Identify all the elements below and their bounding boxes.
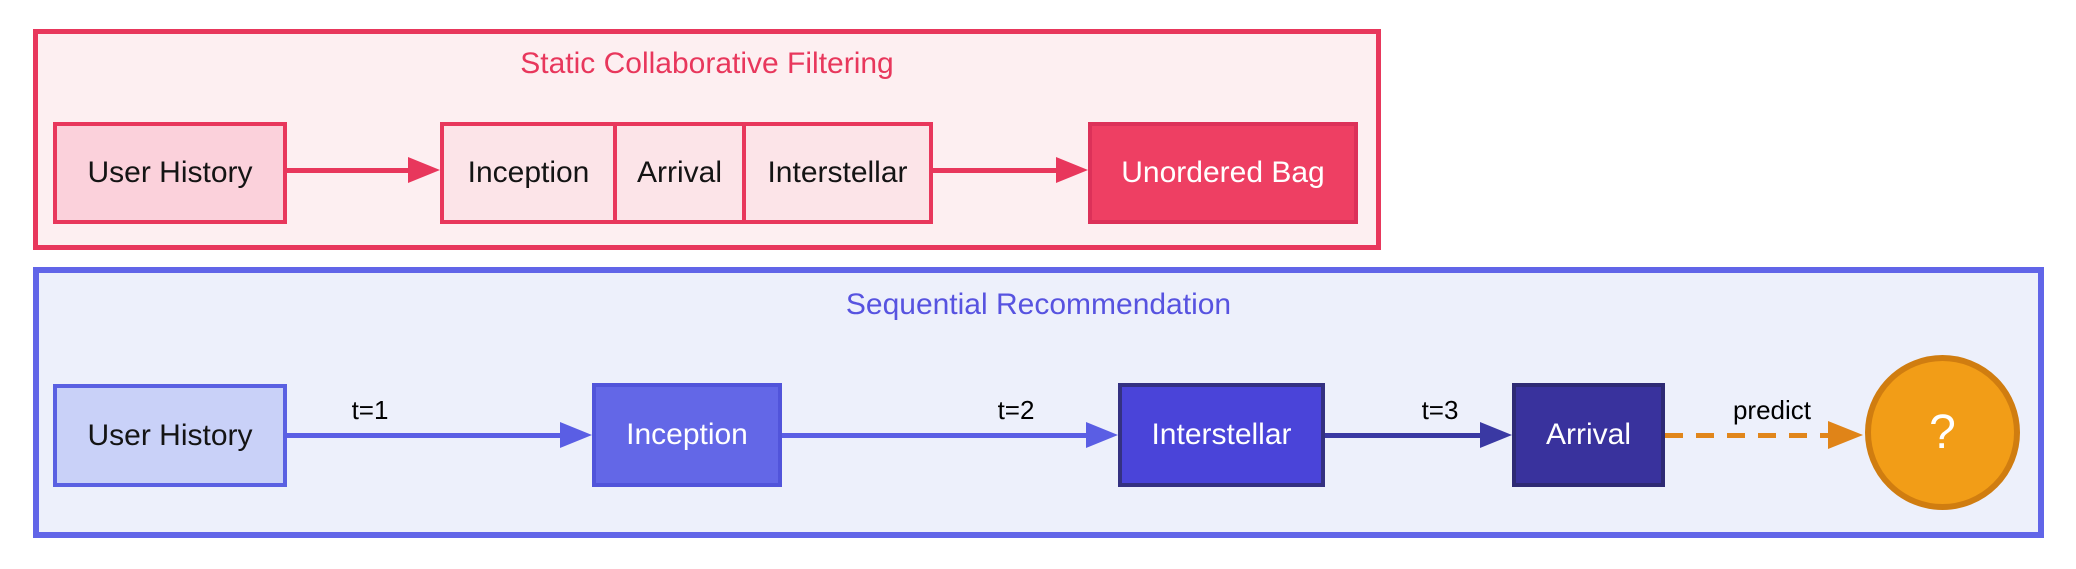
static-user-history-box: User History [53, 122, 287, 224]
seq-user-history-box: User History [53, 384, 287, 487]
seq-box-arrival-label: Arrival [1545, 418, 1631, 451]
predict-arrow-head [1828, 421, 1863, 449]
arrow-label-t3: t=3 [1421, 395, 1459, 425]
static-arrow-1-head [408, 157, 440, 183]
seq-arrow-t1-shaft [287, 433, 560, 438]
sequential-panel-title: Sequential Recommendation [845, 288, 1232, 321]
unordered-bag-label: Unordered Bag [1121, 156, 1325, 189]
unordered-bag-box: Unordered Bag [1088, 122, 1358, 224]
movie-bag-strip: Inception Arrival Interstellar [440, 122, 933, 224]
prediction-placeholder-circle: ? [1865, 355, 2020, 510]
predict-arrow-shaft [1665, 433, 1828, 438]
static-user-history-label: User History [87, 156, 253, 189]
seq-box-inception: Inception [592, 383, 782, 487]
seq-arrow-t1-head [560, 422, 592, 448]
sequential-recommendation-panel: Sequential Recommendation User History t… [33, 267, 2044, 538]
seq-box-interstellar: Interstellar [1118, 383, 1325, 487]
static-arrow-1-shaft [287, 168, 408, 173]
static-arrow-2-shaft [933, 168, 1056, 173]
movie-strip-cell-arrival: Arrival [613, 126, 742, 220]
movie-strip-cell-inception: Inception [467, 156, 590, 189]
seq-box-interstellar-label: Interstellar [1151, 418, 1292, 451]
seq-arrow-t3-shaft [1325, 433, 1480, 438]
seq-arrow-t3-head [1480, 422, 1512, 448]
seq-arrow-t2-shaft [782, 433, 1086, 438]
seq-box-inception-label: Inception [626, 418, 748, 451]
predict-label: predict [1732, 395, 1812, 425]
question-mark: ? [1929, 406, 1956, 459]
seq-box-arrival: Arrival [1512, 383, 1665, 487]
arrow-label-t2: t=2 [997, 395, 1035, 425]
static-panel-title: Static Collaborative Filtering [520, 47, 894, 80]
movie-strip-cell-interstellar: Interstellar [742, 126, 929, 220]
arrow-label-t1: t=1 [351, 395, 389, 425]
seq-user-history-label: User History [87, 418, 253, 452]
static-collaborative-filtering-panel: Static Collaborative Filtering User Hist… [33, 29, 1381, 250]
static-arrow-2-head [1056, 157, 1088, 183]
seq-arrow-t2-head [1086, 422, 1118, 448]
